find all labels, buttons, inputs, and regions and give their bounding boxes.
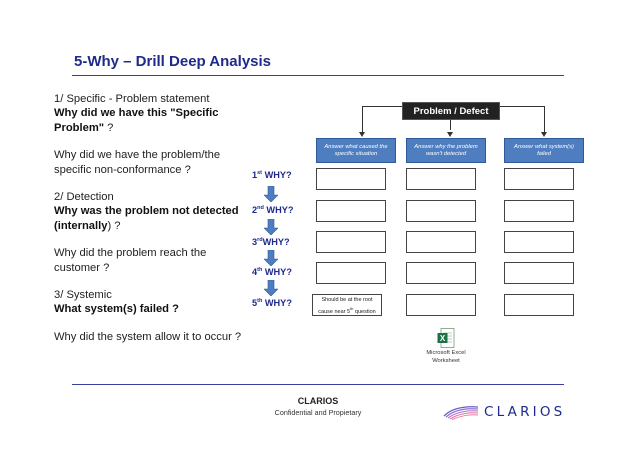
footer-divider <box>72 384 564 385</box>
title-divider <box>72 75 564 76</box>
arrow-down-icon <box>359 132 365 137</box>
why-label-2: 2nd WHY? <box>252 205 294 216</box>
excel-label-line1: Microsoft Excel <box>426 350 466 356</box>
column-header-cause: Answer what caused the specific situatio… <box>316 138 396 163</box>
connector-left <box>362 106 402 107</box>
section-3-label: 3/ Systemic <box>54 289 112 302</box>
page-title: 5-Why – Drill Deep Analysis <box>74 53 272 70</box>
column-header-systemic: Answer what system(s) failed <box>504 138 584 163</box>
answer-cell <box>316 168 386 190</box>
section-2-label: 2/ Detection <box>54 191 114 204</box>
section-1-question: Why did we have this "Specific Problem" … <box>54 107 219 134</box>
answer-cell <box>504 262 574 284</box>
why-label-3: 3rdWHY? <box>252 237 290 248</box>
answer-cell <box>316 200 386 222</box>
section-1-followup: Why did we have the problem/the specific… <box>54 149 221 176</box>
answer-cell <box>406 294 476 316</box>
clarios-swoosh-logo <box>443 406 479 420</box>
left-text-block: 1/ Specific - Problem statement Why did … <box>54 92 254 344</box>
answer-cell <box>316 231 386 253</box>
five-why-diagram: Problem / Defect Answer what caused the … <box>246 100 586 370</box>
problem-defect-box: Problem / Defect <box>402 102 500 120</box>
column-header-detection: Answer why the problem wasn't detected <box>406 138 486 163</box>
logo-wordmark: CLARIOS <box>484 404 566 420</box>
why-label-4: 4th WHY? <box>252 267 292 278</box>
connector-right-drop <box>544 106 545 133</box>
answer-cell <box>406 168 476 190</box>
why-label-5: 5th WHY? <box>252 298 292 309</box>
connector-stem <box>450 120 451 130</box>
section-2-question: Why was the problem not detected (intern… <box>54 205 239 232</box>
answer-cell <box>406 262 476 284</box>
answer-cell <box>316 262 386 284</box>
section-3-followup: Why did the system allow it to occur ? <box>54 330 242 343</box>
footer-confidential: Confidential and Propietary <box>274 408 362 417</box>
section-3-question: What system(s) failed ? <box>54 303 179 316</box>
excel-file-icon[interactable]: X <box>437 328 455 348</box>
why-label-1: 1st WHY? <box>252 170 292 181</box>
footer-company: CLARIOS <box>297 396 339 406</box>
footer: CLARIOS Confidential and Propietary <box>258 396 378 417</box>
section-1-label: 1/ Specific - Problem statement <box>54 93 210 105</box>
answer-cell <box>406 231 476 253</box>
blue-down-arrow-icon <box>264 219 278 235</box>
answer-cell <box>504 168 574 190</box>
excel-label-line2: Worksheet <box>432 357 460 364</box>
section-2-followup: Why did the problem reach the customer ? <box>54 247 207 274</box>
excel-attachment[interactable]: X Microsoft Excel Worksheet <box>421 328 471 365</box>
connector-left-drop <box>362 106 363 133</box>
answer-cell <box>406 200 476 222</box>
answer-cell <box>504 231 574 253</box>
arrow-down-icon <box>541 132 547 137</box>
answer-cell <box>504 200 574 222</box>
blue-down-arrow-icon <box>264 186 278 202</box>
blue-down-arrow-icon <box>264 250 278 266</box>
connector-right <box>500 106 544 107</box>
clarios-logo: CLARIOS <box>442 402 570 422</box>
svg-text:X: X <box>440 334 446 343</box>
answer-cell <box>504 294 574 316</box>
arrow-down-icon <box>447 132 453 137</box>
blue-down-arrow-icon <box>264 280 278 296</box>
